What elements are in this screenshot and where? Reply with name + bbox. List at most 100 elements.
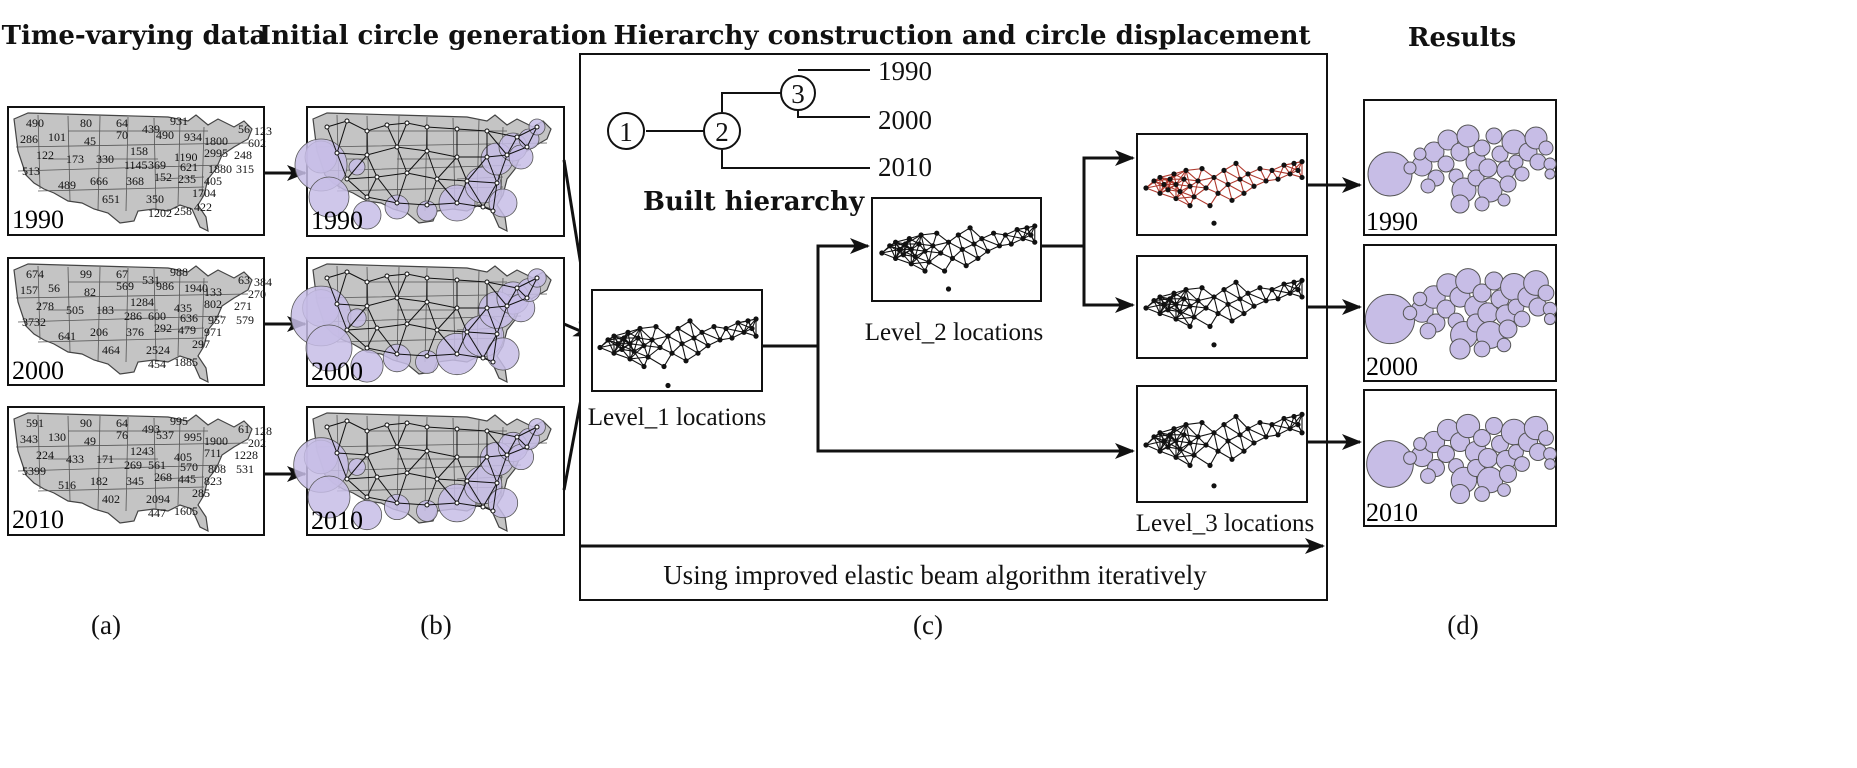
map-value: 285: [192, 486, 210, 500]
map-value: 1243: [130, 444, 154, 458]
map-value: 986: [156, 279, 174, 293]
network-edge: [961, 248, 979, 259]
network-edge: [496, 154, 508, 184]
network-node: [1211, 220, 1217, 226]
map-value: 537: [156, 428, 174, 442]
network-edge: [1223, 169, 1241, 180]
network-edge: [1153, 436, 1169, 448]
network-edge: [1185, 424, 1191, 444]
population-circle: [384, 194, 410, 220]
map-value: 270: [248, 287, 266, 301]
network-node: [679, 341, 685, 347]
network-edge: [346, 478, 368, 498]
result-circle: [1449, 338, 1471, 360]
network-edge: [396, 172, 408, 204]
year-label: 2010: [12, 505, 64, 534]
network-node: [484, 154, 490, 160]
network-edge: [506, 436, 518, 456]
network-edge: [366, 146, 398, 156]
network-node: [1032, 223, 1038, 229]
network-edge: [677, 328, 683, 344]
map-value: 286: [20, 132, 38, 146]
network-edge: [436, 178, 468, 182]
network-node: [454, 126, 460, 132]
network-node: [1167, 176, 1173, 182]
network-edge: [1213, 296, 1219, 314]
network-node: [1269, 422, 1275, 428]
result-circle: [1437, 155, 1455, 173]
network-node: [723, 325, 729, 332]
result-panel-2010: 2010: [1363, 389, 1557, 527]
network-edge: [1159, 192, 1177, 200]
network-edge: [689, 320, 695, 339]
network-edge: [526, 277, 538, 299]
network-edge: [396, 446, 428, 452]
network-edge: [920, 234, 934, 247]
level1-label: Level_1 locations: [588, 404, 766, 431]
network-node: [1014, 227, 1020, 233]
circle-panel-2000: 2000: [290, 257, 565, 387]
map-value: 513: [22, 164, 40, 178]
network-node: [1157, 430, 1163, 436]
result-circle: [1508, 154, 1524, 170]
network-edge: [1227, 304, 1233, 322]
network-node: [1173, 316, 1179, 322]
year-label: 2000: [12, 356, 64, 385]
result-circle: [1473, 340, 1491, 358]
map-value: 5399: [22, 464, 46, 478]
result-circle: [1367, 151, 1413, 197]
network-node: [484, 428, 490, 434]
network-edge: [1175, 424, 1187, 442]
network-node: [1225, 438, 1231, 444]
network-node: [627, 341, 633, 347]
map-value: 666: [90, 174, 108, 188]
network-node: [1269, 167, 1275, 173]
tree-leaf-1990: 1990: [878, 56, 932, 86]
network-edge: [689, 320, 703, 333]
network-edge: [336, 152, 368, 156]
network-node: [1203, 305, 1209, 311]
map-value: 376: [126, 325, 144, 339]
network-edge: [1185, 289, 1199, 302]
network-edge: [677, 328, 695, 339]
tree-leaf-2000: 2000: [878, 105, 932, 135]
network-node: [344, 118, 350, 124]
network-node: [364, 494, 370, 500]
network-node: [1171, 290, 1177, 296]
network-edge: [1239, 434, 1245, 452]
tree-node-2-label: 2: [715, 117, 729, 147]
arrow-level2-to-level3-mid: [1082, 246, 1135, 313]
network-edge: [516, 126, 538, 138]
network-edge: [326, 271, 348, 279]
network-node: [1171, 426, 1177, 432]
network-node: [324, 275, 330, 281]
network-node: [1187, 183, 1193, 189]
network-node: [631, 348, 637, 354]
network-node: [1187, 462, 1193, 468]
network-node: [480, 204, 486, 210]
network-edge: [1175, 196, 1195, 200]
network-node: [1173, 438, 1179, 444]
network-node: [1143, 442, 1149, 448]
network-edge: [466, 456, 488, 482]
map-value: 330: [96, 152, 114, 166]
network-edge: [1213, 432, 1219, 452]
map-value: 268: [154, 470, 172, 484]
network-node: [1299, 174, 1305, 181]
network-node: [938, 250, 944, 256]
panel-b-initial-circles: 1990 2000 2010: [290, 106, 565, 536]
network-edge: [681, 343, 699, 354]
network-edge: [486, 430, 518, 438]
header-hierarchy-construction: Hierarchy construction and circle displa…: [613, 21, 1310, 51]
network-node: [434, 476, 440, 482]
population-circle: [382, 343, 412, 373]
map-value: 402: [102, 492, 120, 506]
result-circle: [1413, 147, 1427, 161]
map-value: 1145: [124, 158, 148, 172]
map-value: 248: [234, 148, 252, 162]
network-edge: [466, 480, 498, 484]
network-edge: [1213, 177, 1219, 194]
network-edge: [1163, 303, 1181, 313]
network-node: [1211, 483, 1217, 489]
